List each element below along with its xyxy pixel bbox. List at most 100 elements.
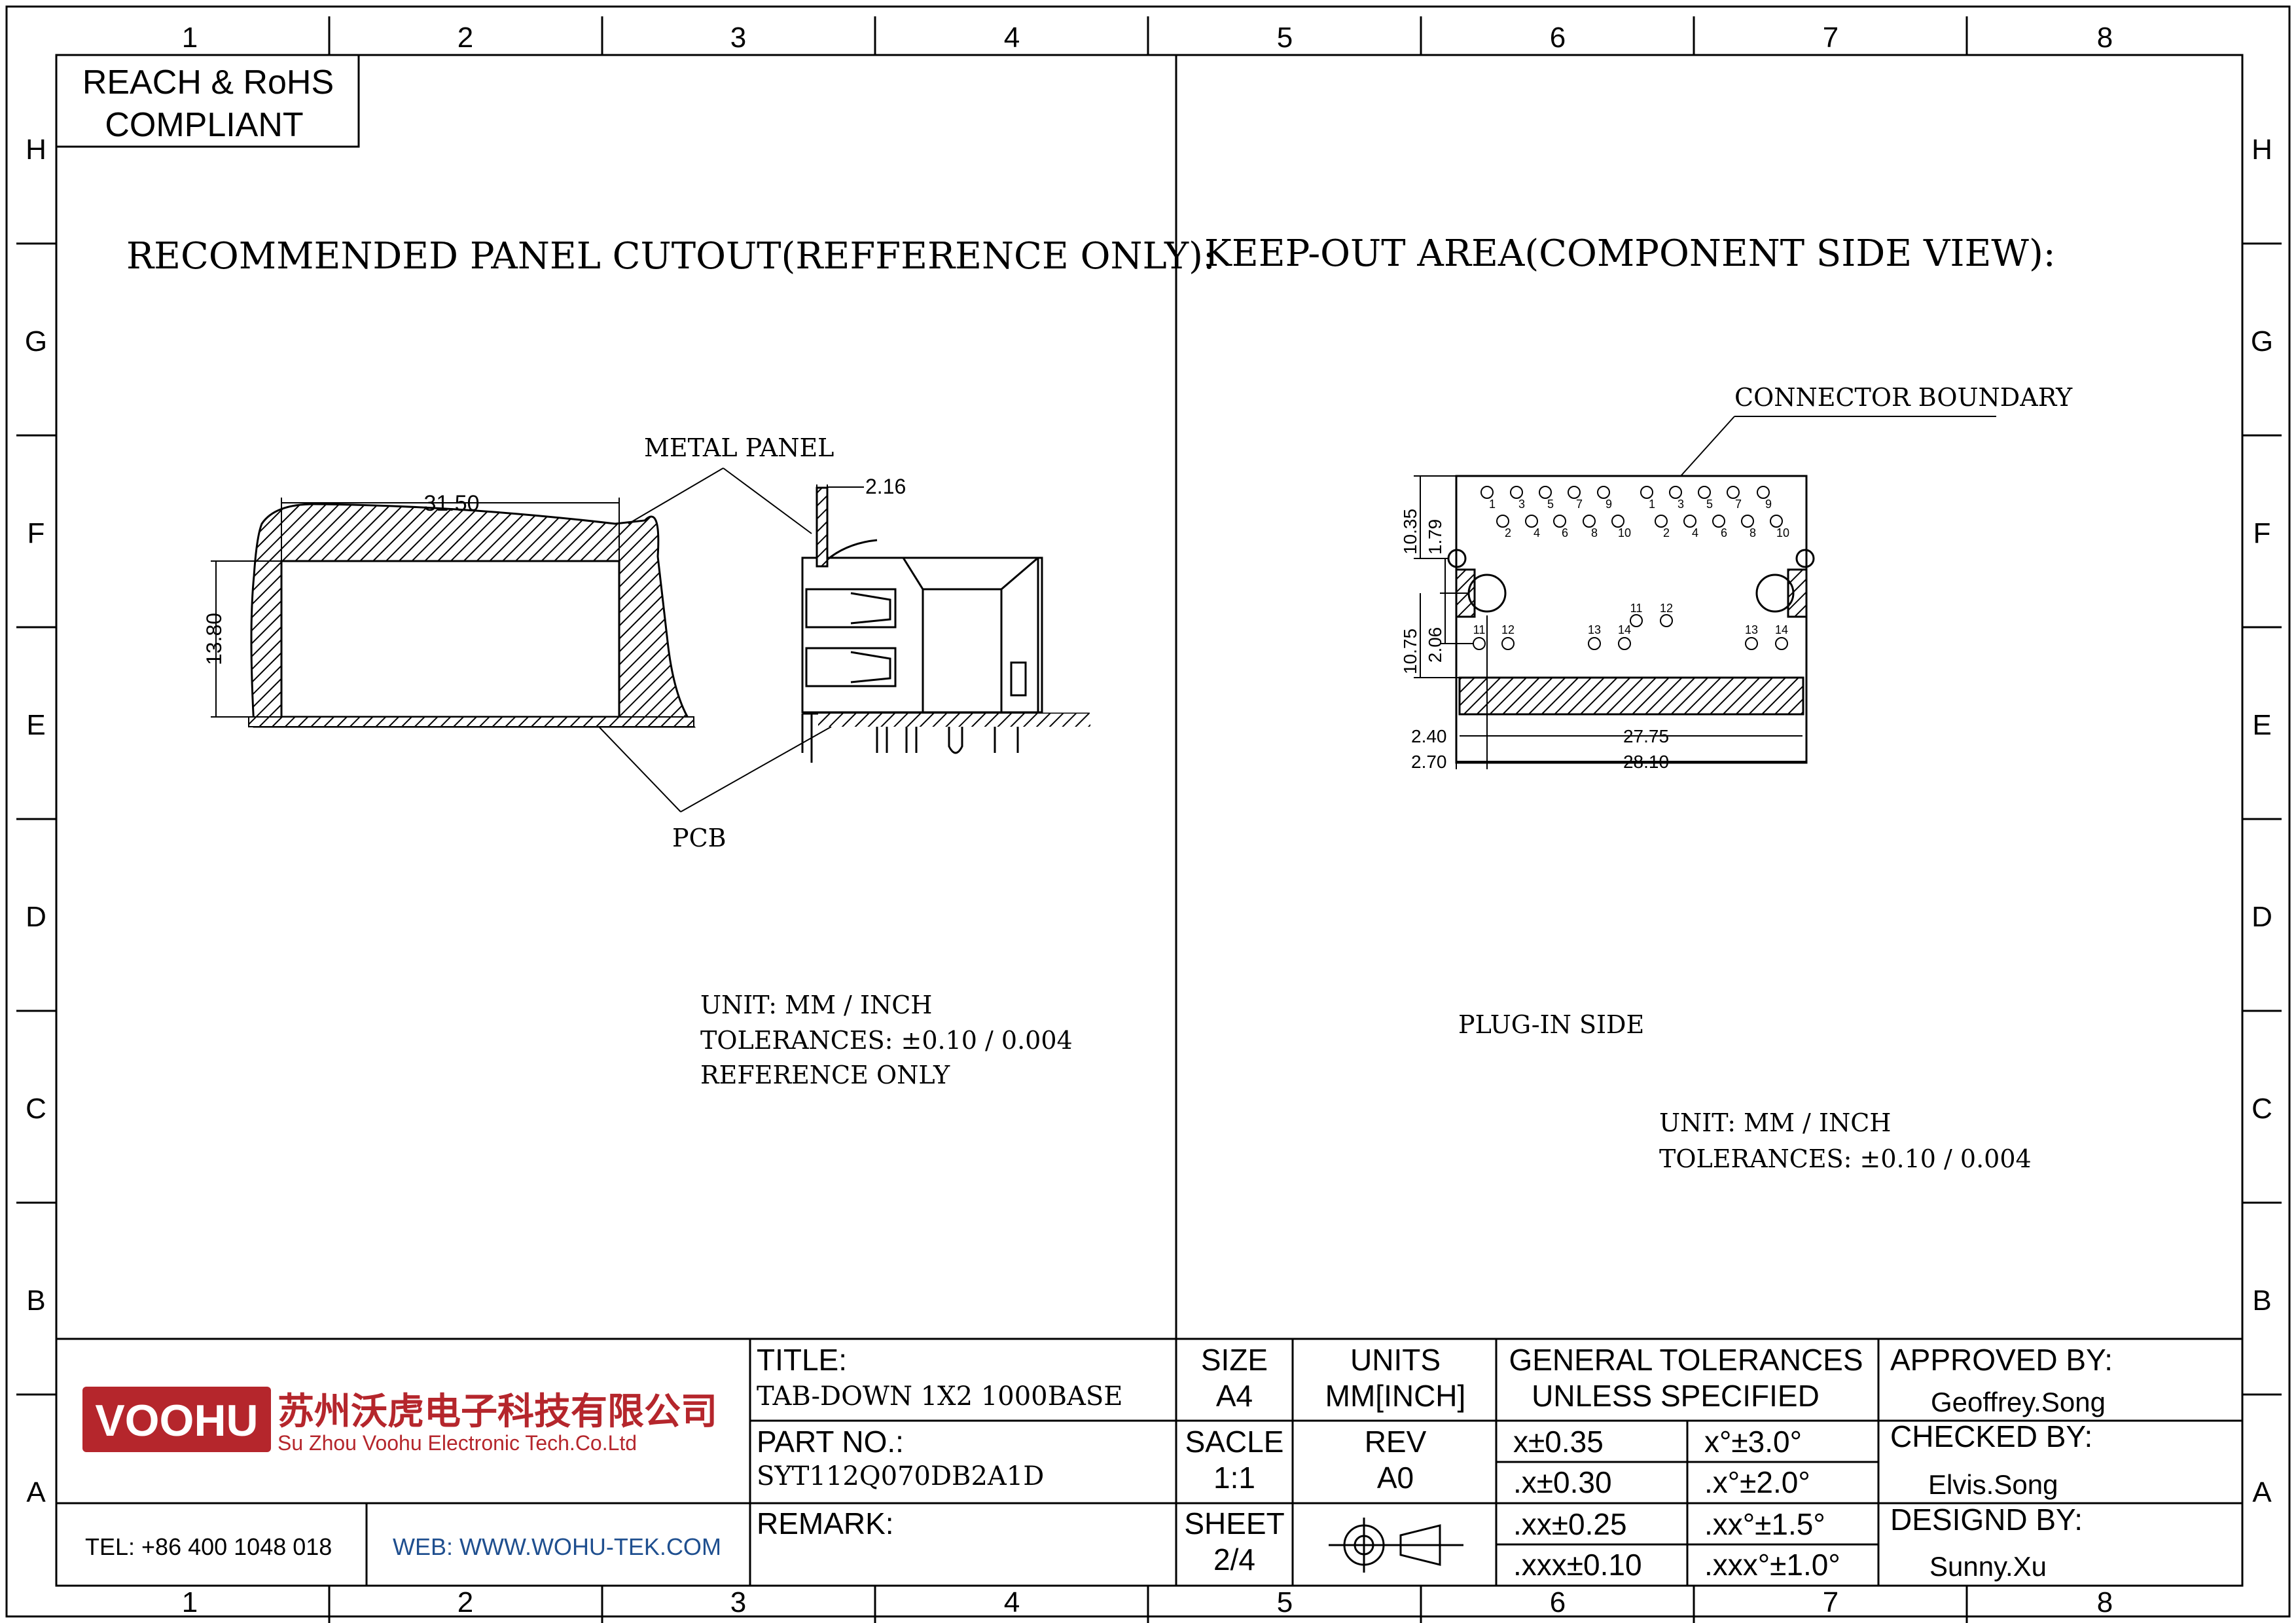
zone-row-g-right: G [2251, 325, 2273, 357]
left-note-tolerance: TOLERANCES: ±0.10 / 0.004 [700, 1026, 1073, 1055]
zone-row-d-right: D [2251, 901, 2272, 933]
designed-value: Sunny.Xu [1929, 1551, 2047, 1582]
title-block-grid [56, 1338, 2242, 1586]
zone-col-5-bottom: 5 [1277, 1586, 1293, 1618]
metal-panel-label: METAL PANEL [644, 433, 834, 462]
zone-row-a: A [26, 1476, 46, 1508]
dim-10-35: 10.35 [1400, 509, 1420, 555]
dim-31-50 [281, 498, 620, 561]
tol-1-0: .x±0.30 [1513, 1465, 1612, 1499]
zone-row-e-right: E [2252, 709, 2271, 741]
zone-col-7-bottom: 7 [1823, 1586, 1839, 1618]
tol-0-1: x°±3.0° [1704, 1425, 1802, 1459]
compliance-box [55, 54, 360, 148]
pin-label-13-right: 13 [1745, 623, 1758, 636]
tol-1-1: .x°±2.0° [1704, 1465, 1810, 1499]
zone-row-a-right: A [2252, 1476, 2272, 1508]
pin-label-8a: 8 [1591, 526, 1598, 539]
zone-row-c: C [26, 1093, 46, 1125]
keep-out-area [1447, 475, 1815, 764]
left-view-heading: RECOMMENDED PANEL CUTOUT(REFFERENCE ONLY… [126, 235, 1215, 278]
pin-label-14-mid: 14 [1618, 623, 1631, 636]
compliance-line2: COMPLIANT [105, 106, 303, 144]
pin-label-5a: 5 [1547, 498, 1554, 511]
zone-row-e: E [26, 709, 45, 741]
part-no-label: PART NO.: [757, 1425, 904, 1459]
pin-label-12-center: 12 [1660, 602, 1673, 615]
pin-label-9b: 9 [1765, 498, 1772, 511]
compliance-line1: REACH & RoHS [82, 64, 334, 101]
dim-2-16 [816, 484, 864, 563]
pin-label-7a: 7 [1576, 498, 1583, 511]
pin-label-4b: 4 [1692, 526, 1698, 539]
checked-label: CHECKED BY: [1890, 1419, 2092, 1453]
general-tolerances-line1: GENERAL TOLERANCES [1509, 1343, 1863, 1377]
pin-label-7b: 7 [1735, 498, 1742, 511]
left-note-unit: UNIT: MM / INCH [700, 991, 932, 1019]
pin-label-11-left: 11 [1473, 623, 1486, 636]
scale-label: SACLE [1185, 1425, 1284, 1459]
projection-symbol-icon [1329, 1518, 1463, 1573]
zone-col-2: 2 [457, 22, 473, 54]
pin-label-4a: 4 [1534, 526, 1540, 539]
pin-label-12-left: 12 [1501, 623, 1515, 636]
tol-2-0: .xx±0.25 [1513, 1507, 1627, 1541]
dim-2-70: 2.70 [1411, 752, 1447, 772]
inner-frame [55, 54, 2244, 1587]
dim-10-75: 10.75 [1400, 629, 1420, 674]
zone-row-g: G [25, 325, 47, 357]
pin-label-3b: 3 [1677, 498, 1684, 511]
company-tel: TEL: +86 400 1048 018 [85, 1533, 332, 1560]
zone-col-5: 5 [1277, 22, 1293, 54]
connector-side-view [801, 486, 1090, 763]
pin-label-6a: 6 [1562, 526, 1568, 539]
tol-2-1: .xx°±1.5° [1704, 1507, 1825, 1541]
tol-3-0: .xxx±0.10 [1513, 1548, 1642, 1582]
tol-3-1: .xxx°±1.0° [1704, 1548, 1840, 1582]
dim-13-80 [211, 560, 281, 718]
checked-value: Elvis.Song [1928, 1469, 2058, 1500]
left-note-reference: REFERENCE ONLY [700, 1061, 950, 1089]
zone-col-1: 1 [182, 22, 198, 54]
pin-label-10b: 10 [1776, 526, 1789, 539]
right-note-unit: UNIT: MM / INCH [1659, 1108, 1891, 1137]
part-no-value: SYT112Q070DB2A1D [757, 1461, 1044, 1491]
zone-col-6-bottom: 6 [1550, 1586, 1566, 1618]
pin-label-10a: 10 [1618, 526, 1631, 539]
connector-boundary-label: CONNECTOR BOUNDARY [1734, 383, 2073, 412]
company-logo-badge [82, 1387, 271, 1452]
size-label: SIZE [1201, 1343, 1268, 1377]
sheet-value: 2/4 [1213, 1542, 1255, 1577]
zone-col-4: 4 [1004, 22, 1020, 54]
pin-label-5b: 5 [1706, 498, 1713, 511]
pin-label-1a: 1 [1489, 498, 1496, 511]
zone-row-f: F [27, 517, 45, 549]
zone-ticks [16, 16, 2282, 1623]
size-value: A4 [1216, 1379, 1253, 1413]
right-view-heading: KEEP-OUT AREA(COMPONENT SIDE VIEW): [1204, 232, 2056, 275]
dim-height-label: 13.80 [202, 613, 226, 665]
pin-label-2b: 2 [1663, 526, 1670, 539]
dim-width-label: 31.50 [423, 491, 479, 516]
pin-label-9a: 9 [1605, 498, 1612, 511]
leader-lines-left [598, 467, 832, 812]
dim-28-10: 28.10 [1623, 752, 1669, 772]
dims-right-view [1414, 475, 1806, 769]
designed-label: DESIGND BY: [1890, 1503, 2083, 1537]
title-label: TITLE: [757, 1343, 847, 1377]
pin-label-2a: 2 [1505, 526, 1511, 539]
zone-col-2-bottom: 2 [457, 1586, 473, 1618]
zone-col-1-bottom: 1 [182, 1586, 198, 1618]
zone-col-3-bottom: 3 [730, 1586, 746, 1618]
company-logo: VOOHU [95, 1396, 258, 1446]
approved-label: APPROVED BY: [1890, 1343, 2113, 1377]
company-web[interactable]: WEB: WWW.WOHU-TEK.COM [393, 1533, 721, 1560]
rev-value: A0 [1377, 1461, 1414, 1495]
zone-col-4-bottom: 4 [1004, 1586, 1020, 1618]
scale-value: 1:1 [1213, 1461, 1255, 1495]
company-name-cn: 苏州沃虎电子科技有限公司 [278, 1391, 717, 1432]
remark-label: REMARK: [757, 1506, 894, 1541]
company-name-en: Su Zhou Voohu Electronic Tech.Co.Ltd [278, 1431, 637, 1455]
panel-cutout [248, 503, 696, 728]
